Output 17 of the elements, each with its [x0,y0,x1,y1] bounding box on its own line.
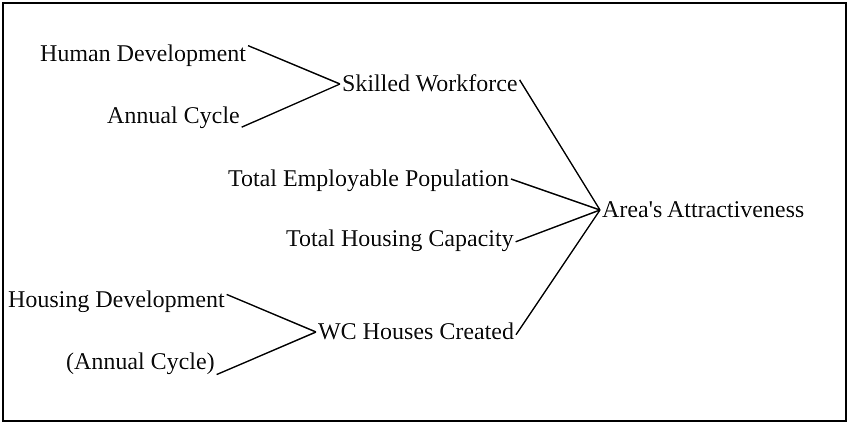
node-label: (Annual Cycle) [66,348,215,376]
connector-line [226,294,316,333]
connector-line [216,331,316,376]
connector-line [515,209,600,242]
node-label: Human Development [40,40,246,68]
node-label: WC Houses Created [318,318,514,346]
node-label: Total Employable Population [228,165,509,193]
node-label: Total Housing Capacity [286,225,514,253]
connector-line [510,178,600,211]
connector-line [241,83,340,128]
node-label: Annual Cycle [107,102,240,130]
node-label: Skilled Workforce [342,70,518,98]
connector-line [515,210,601,336]
node-label: Area's Attractiveness [602,196,804,224]
node-label: Housing Development [8,286,225,314]
connector-line [518,79,601,210]
connector-line [248,44,340,85]
